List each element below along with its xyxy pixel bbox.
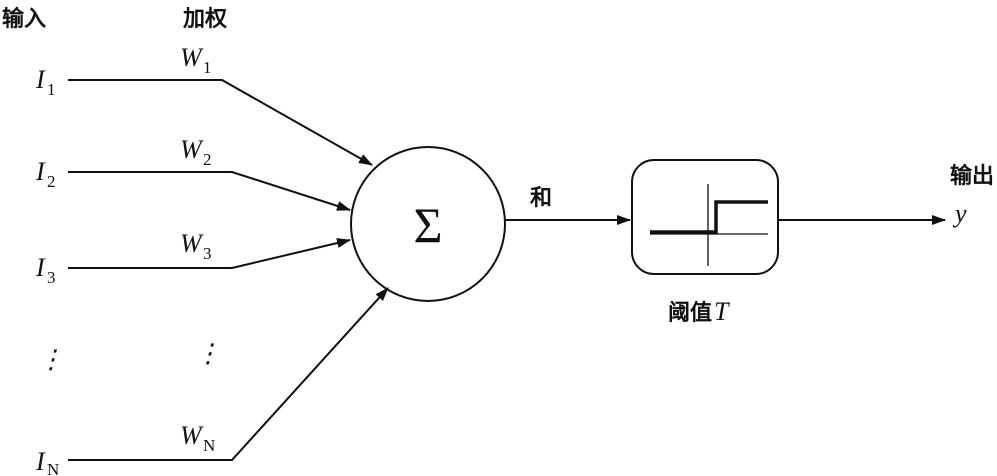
weights-header: 加权 — [182, 6, 228, 32]
output-label: 输出 — [950, 163, 994, 189]
summation-node — [350, 146, 506, 302]
step-function-icon — [650, 200, 768, 234]
svg-text:1: 1 — [203, 58, 212, 77]
threshold-box — [631, 159, 779, 275]
input-line-3 — [68, 238, 351, 269]
svg-text:I: I — [35, 157, 46, 186]
svg-text:W: W — [180, 421, 204, 450]
svg-text:I: I — [35, 253, 46, 282]
input-line-n — [68, 287, 389, 461]
weight-ellipsis: ⋮ — [195, 339, 221, 368]
sigma-symbol: Σ — [413, 197, 442, 253]
input-line-2 — [68, 171, 351, 211]
input-line-1 — [68, 79, 373, 166]
svg-text:W: W — [180, 43, 204, 72]
threshold-label: 阈值 T — [668, 297, 730, 326]
svg-text:阈值: 阈值 — [668, 300, 712, 326]
output-symbol: y — [952, 199, 967, 228]
svg-text:I: I — [35, 65, 46, 94]
svg-text:W: W — [180, 229, 204, 258]
sum-label: 和 — [530, 186, 552, 211]
svg-text:W: W — [180, 135, 204, 164]
svg-text:3: 3 — [47, 268, 56, 287]
svg-text:N: N — [203, 436, 215, 455]
svg-text:T: T — [714, 297, 730, 326]
svg-text:2: 2 — [47, 172, 56, 191]
svg-text:3: 3 — [203, 244, 212, 263]
svg-text:2: 2 — [203, 150, 212, 169]
inputs-header: 输入 — [2, 6, 46, 32]
input-ellipsis: ⋮ — [38, 345, 64, 374]
svg-text:1: 1 — [47, 80, 56, 99]
svg-text:I: I — [35, 447, 46, 476]
svg-text:N: N — [47, 460, 59, 476]
